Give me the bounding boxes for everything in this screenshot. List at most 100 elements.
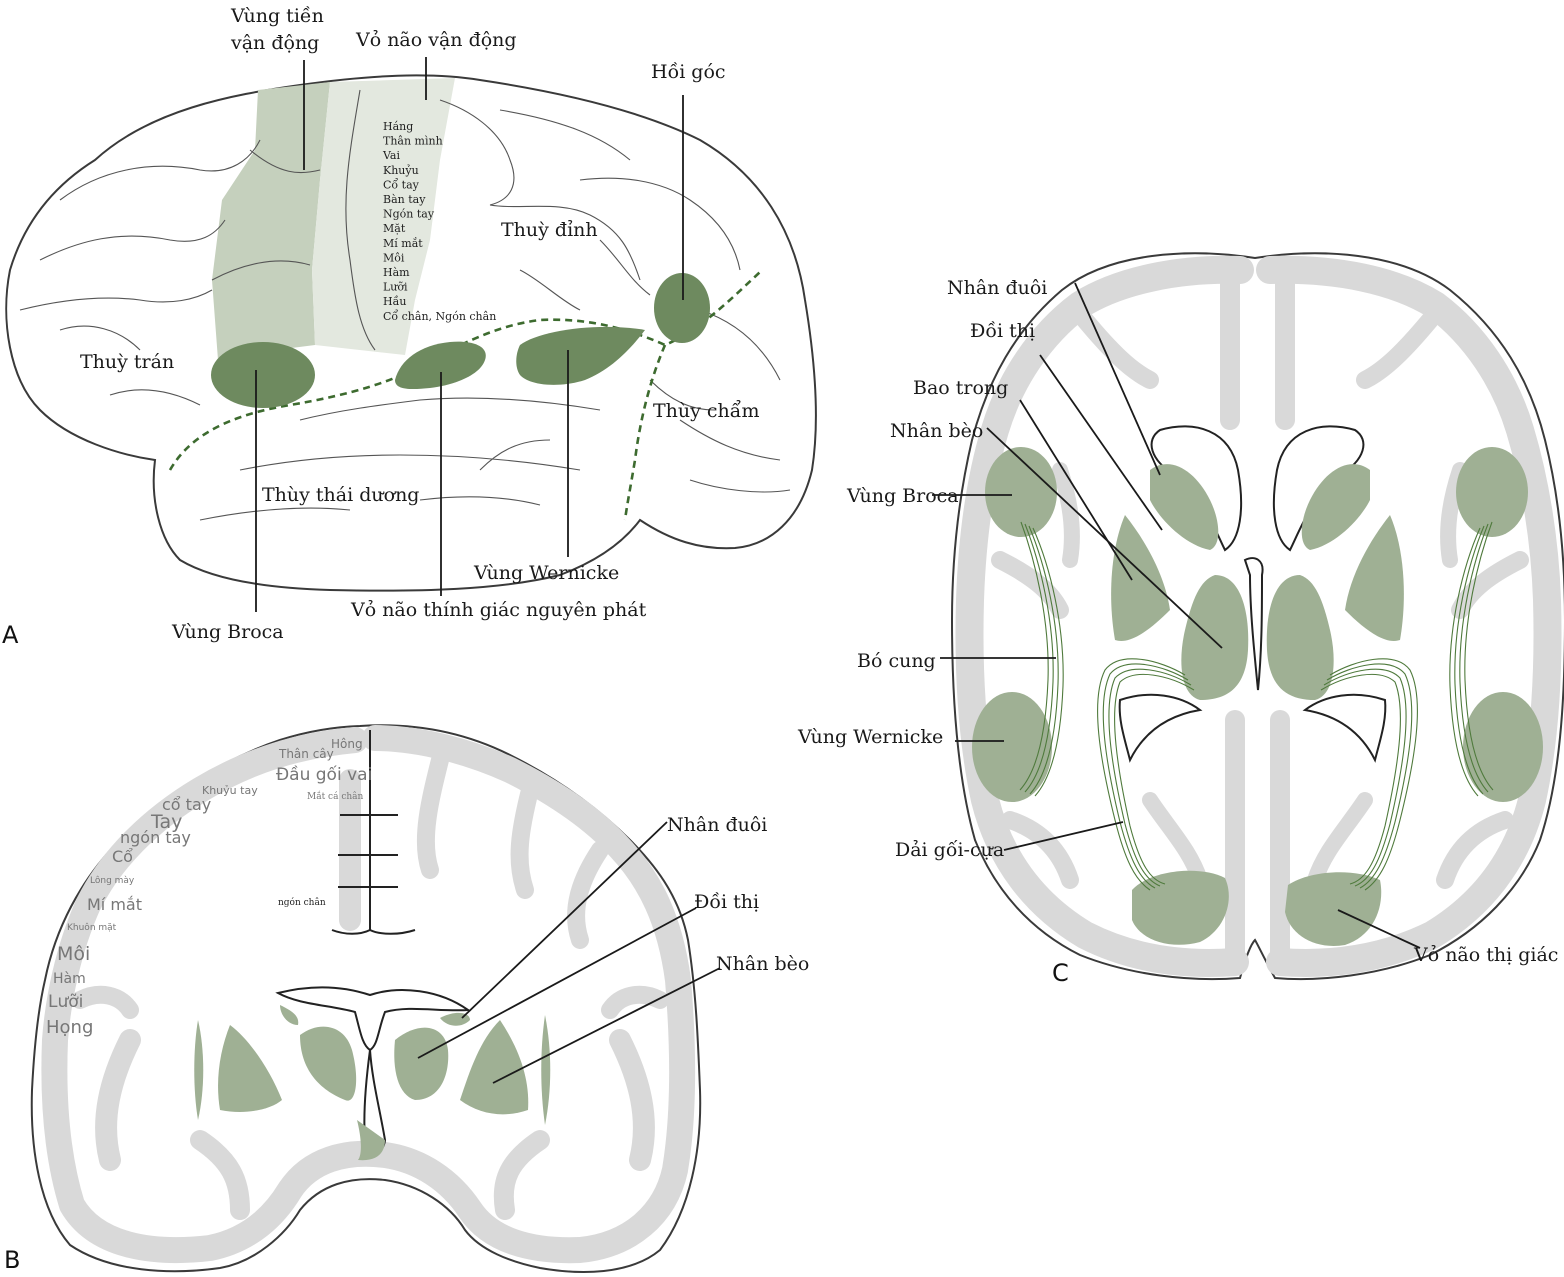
wernicke-axial-left xyxy=(972,692,1052,802)
label-temporal: Thùy thái dương xyxy=(262,484,419,506)
label-caudate-c: Nhân đuôi xyxy=(947,277,1047,299)
panel-c: Nhân đuôi Đồi thị Bao trong Nhân bèo Vùn… xyxy=(797,252,1564,987)
panel-letter-a: A xyxy=(2,621,19,649)
posterior-horn-left xyxy=(1118,693,1203,763)
motor-cortex-area xyxy=(312,78,455,355)
caudate-axial-left xyxy=(1150,464,1219,550)
motor-map-item: Khuỷu xyxy=(383,164,419,177)
caudate-axial-right xyxy=(1301,464,1370,550)
homunculus-tongue: Lưỡi xyxy=(48,992,83,1012)
broca-axial-right xyxy=(1456,447,1528,537)
arcuate-fasciculus-right xyxy=(1449,521,1494,797)
label-caudate-b: Nhân đuôi xyxy=(667,814,767,836)
label-optic-radiation: Dải gối-cựa xyxy=(895,839,1004,861)
thalamus-coronal-left xyxy=(300,1026,357,1101)
homunculus-hip: Hông xyxy=(331,737,363,751)
motor-map-item: Cổ chân, Ngón chân xyxy=(383,310,496,323)
motor-map-item: Háng xyxy=(383,120,413,133)
leader-caudate-b xyxy=(461,821,668,1019)
label-wernicke-c: Vùng Wernicke xyxy=(797,726,943,748)
claustrum-coronal-left xyxy=(194,1020,204,1120)
label-internal-capsule: Bao trong xyxy=(913,377,1008,399)
caudate-coronal-right xyxy=(440,1012,470,1026)
optic-radiation-left xyxy=(1097,658,1195,891)
hypothalamus-coronal xyxy=(357,1120,385,1161)
label-thalamus-b: Đồi thị xyxy=(694,891,759,913)
homunculus-eyelid: Mí mắt xyxy=(87,895,142,914)
label-broca-a: Vùng Broca xyxy=(171,621,284,643)
homunculus-neck: Cổ xyxy=(112,847,133,866)
lateral-ventricles-coronal xyxy=(275,986,471,1052)
panel-b: Hông Thân cây Đầu gối vai Mắt cá chân Kh… xyxy=(4,724,809,1274)
claustrum-coronal-right xyxy=(541,1015,551,1125)
label-putamen-b: Nhân bèo xyxy=(716,953,809,975)
label-arcuate: Bó cung xyxy=(857,650,936,672)
leader-thalamus-c xyxy=(1039,354,1163,531)
arcuate-fasciculus-left xyxy=(1019,521,1064,797)
label-occipital: Thùy chẩm xyxy=(653,400,759,422)
motor-map-item: Cổ tay xyxy=(383,178,420,191)
homunculus-lips: Môi xyxy=(57,943,90,965)
wernicke-axial-right xyxy=(1463,692,1543,802)
homunculus-throat: Họng xyxy=(46,1017,93,1038)
homunculus-wrist: cổ tay xyxy=(162,795,211,814)
label-visual-cortex: Vỏ não thị giác xyxy=(1413,944,1558,966)
leader-optic-radiation xyxy=(1003,821,1124,851)
motor-map-item: Ngón tay xyxy=(383,208,435,221)
putamen-coronal-left xyxy=(218,1025,282,1112)
brain-outline-lateral xyxy=(5,74,817,592)
leader-caudate-c xyxy=(1074,282,1161,476)
putamen-axial-right xyxy=(1345,515,1404,641)
panel-a: Háng Thân mình Vai Khuỷu Cổ tay Bàn tay … xyxy=(2,5,817,649)
label-frontal: Thuỳ trán xyxy=(80,351,174,373)
label-thalamus-c: Đồi thị xyxy=(970,320,1035,342)
homunculus-knee-shoulder: Đầu gối vai xyxy=(276,764,372,785)
motor-map-item: Môi xyxy=(383,251,405,264)
visual-cortex-left xyxy=(1132,870,1229,945)
motor-map-item: Vai xyxy=(382,149,400,162)
label-premotor-2: vận động xyxy=(230,32,319,54)
label-angular-gyrus: Hồi góc xyxy=(651,61,726,83)
label-broca-c: Vùng Broca xyxy=(846,485,959,507)
putamen-axial-left xyxy=(1111,515,1170,641)
panel-letter-c: C xyxy=(1052,959,1069,987)
label-wernicke-a: Vùng Wernicke xyxy=(473,562,619,584)
leader-internal-capsule xyxy=(1019,399,1133,581)
broca-axial-left xyxy=(985,447,1057,537)
coronal-grey-matter xyxy=(41,725,696,1264)
caudate-coronal-left xyxy=(280,1005,299,1025)
leader-visual-cortex xyxy=(1337,909,1421,949)
homunculus-hand: Tay xyxy=(150,811,182,833)
label-parietal: Thuỳ đỉnh xyxy=(501,219,598,241)
homunculus-jaw: Hàm xyxy=(53,971,86,987)
motor-map-item: Lưỡi xyxy=(383,281,408,294)
leader-putamen-b xyxy=(492,967,721,1084)
broca-area-lateral xyxy=(211,342,315,408)
motor-map-item: Mặt xyxy=(383,222,406,235)
putamen-coronal-right xyxy=(460,1020,529,1115)
wernicke-area-lateral xyxy=(516,326,645,385)
angular-gyrus-area xyxy=(654,273,710,343)
motor-map-item: Mí mắt xyxy=(383,237,423,250)
interhemispheric-fissure xyxy=(331,730,416,935)
gyri-lateral xyxy=(19,89,791,521)
thalamus-coronal-right xyxy=(394,1027,449,1100)
axial-grey-matter xyxy=(955,255,1562,977)
posterior-horn-right xyxy=(1302,693,1387,763)
homunculus-face: Khuôn mặt xyxy=(67,922,117,933)
thalamus-axial-left xyxy=(1181,575,1249,700)
homunculus-elbow: Khuỷu tay xyxy=(202,784,258,797)
optic-radiation-right xyxy=(1320,658,1418,891)
third-ventricle-axial xyxy=(1243,557,1264,691)
occipital-boundary xyxy=(623,344,667,521)
auditory-cortex-area xyxy=(395,341,486,390)
motor-map-item: Bàn tay xyxy=(383,193,426,206)
leader-thalamus-b xyxy=(417,907,697,1059)
thalamus-axial-right xyxy=(1266,575,1334,700)
motor-map-item: Hầu xyxy=(383,295,406,308)
label-motor-cortex: Vỏ não vận động xyxy=(355,29,517,51)
homunculus-finger: ngón tay xyxy=(120,828,191,847)
label-premotor-1: Vùng tiền xyxy=(230,5,324,27)
homunculus-toe: ngón chân xyxy=(278,897,326,908)
